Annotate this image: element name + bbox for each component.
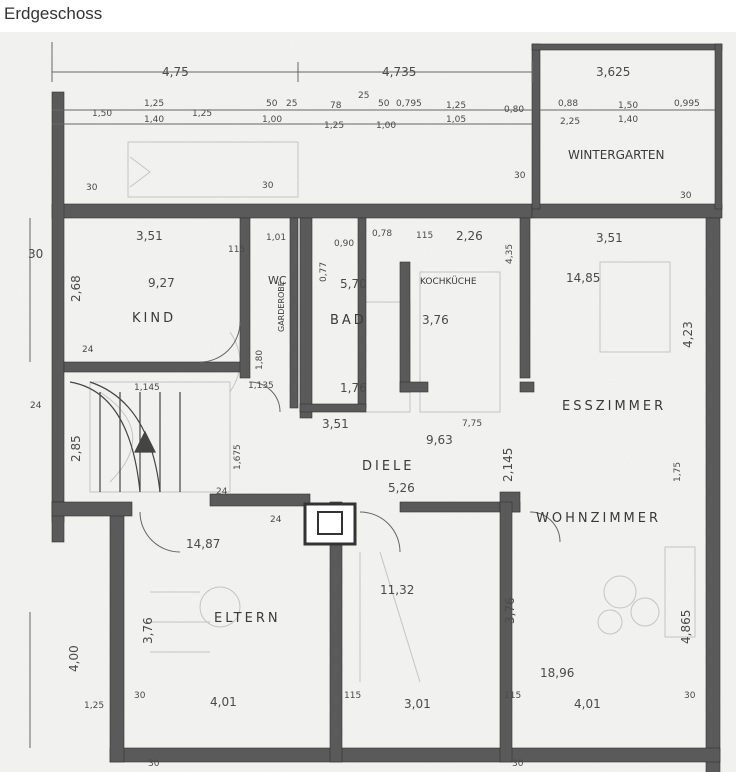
door-swings <box>139 321 561 553</box>
dim-150b: 1,50 <box>618 101 638 111</box>
dim-140b: 1,40 <box>618 115 638 125</box>
dim-25b: 25 <box>358 91 369 101</box>
dim-top-3625: 3,625 <box>596 65 630 79</box>
area-eltern: 14,87 <box>186 537 220 551</box>
room-label-kochkueche: KOCHKÜCHE <box>420 276 477 287</box>
dim-225: 2,25 <box>560 117 580 127</box>
dim-diele-1675: 1,675 <box>233 444 243 470</box>
room-label-wintergarten: WINTERGARTEN <box>568 148 665 162</box>
dim-bot-30a: 30 <box>148 759 160 769</box>
dim-50b: 50 <box>378 99 390 109</box>
dim-wc-1135: 1,135 <box>248 381 274 391</box>
dim-30-wc: 30 <box>262 181 274 191</box>
dim-78: 78 <box>330 101 342 111</box>
dim-30-ess: 30 <box>680 191 692 201</box>
dim-kue-078: 0,78 <box>372 229 392 239</box>
area-kind: 9,27 <box>148 276 175 290</box>
dim-080: 0,80 <box>504 105 524 115</box>
area-bad: 5,70 <box>340 277 367 291</box>
area-wohnzimmer: 18,96 <box>540 666 574 680</box>
dim-bot-30b: 30 <box>512 759 524 769</box>
dim-0995: 0,995 <box>674 99 700 109</box>
dim-bad-077: 0,77 <box>319 262 329 282</box>
room-label-diele: DIELE <box>362 459 415 474</box>
dim-mid-24b: 24 <box>270 515 282 525</box>
room-label-wc: WC <box>268 274 287 287</box>
dim-diele-2145: 2,145 <box>501 448 515 482</box>
dim-stair-1145: 1,145 <box>134 383 160 393</box>
dim-diele-175: 1,75 <box>673 462 683 482</box>
area-labels: 9,27 5,70 3,76 14,85 9,63 5,26 14,87 11,… <box>148 271 600 680</box>
page-caption: Erdgeschoss <box>4 4 103 23</box>
room-label-esszimmer: ESSZIMMER <box>562 399 666 414</box>
dim-kind-268: 2,68 <box>69 275 83 302</box>
dim-140a: 1,40 <box>144 115 164 125</box>
dim-wohn-30: 30 <box>684 691 696 701</box>
floor-plan: WINTERGARTEN KIND WC BAD KOCHKÜCHE ESSZI… <box>0 32 736 772</box>
dim-elt-376: 3,76 <box>141 617 155 644</box>
dim-left-285: 2,85 <box>69 435 83 462</box>
room-label-eltern: ELTERN <box>214 611 281 626</box>
room-label-garderobe: GARDEROBE <box>277 281 286 332</box>
dim-left-24b: 24 <box>30 401 42 411</box>
dim-kue-115: 115 <box>416 231 433 241</box>
dim-mid-24a: 24 <box>216 487 228 497</box>
room-label-wohnzimmer: WOHNZIMMER <box>536 511 661 526</box>
dim-100a: 1,00 <box>262 115 282 125</box>
dim-mid-376: 3,76 <box>503 597 517 624</box>
dim-ess-351: 3,51 <box>596 231 623 245</box>
dim-wc-115: 115 <box>228 245 245 255</box>
dim-bad-090: 0,90 <box>334 239 354 249</box>
dim-150: 1,50 <box>92 109 112 119</box>
room-label-kind: KIND <box>132 311 176 326</box>
dim-25: 25 <box>286 99 297 109</box>
dim-100b: 1,00 <box>376 121 396 131</box>
dim-105: 1,05 <box>446 115 466 125</box>
dim-kind-351: 3,51 <box>136 229 163 243</box>
dimension-lines <box>29 42 715 748</box>
dim-ess-423: 4,23 <box>681 321 695 348</box>
dim-088: 0,88 <box>558 99 578 109</box>
dim-diele-351: 3,51 <box>322 417 349 431</box>
area-diele-a: 9,63 <box>426 433 453 447</box>
dim-wohn-401: 4,01 <box>574 697 601 711</box>
dim-top-475: 4,75 <box>162 65 189 79</box>
dim-kue-435: 4,35 <box>505 244 515 264</box>
dim-wc-101: 1,01 <box>266 233 286 243</box>
area-mitte: 11,32 <box>380 583 414 597</box>
area-kueche: 3,76 <box>422 313 449 327</box>
dim-elt-30: 30 <box>134 691 146 701</box>
dim-mid-115b: 115 <box>504 691 521 701</box>
dim-125a: 1,25 <box>144 99 164 109</box>
dim-30-kue: 30 <box>514 171 526 181</box>
dim-30-topleft: 30 <box>86 183 98 193</box>
dim-50: 50 <box>266 99 278 109</box>
dim-top-4735: 4,735 <box>382 65 416 79</box>
area-diele-b: 5,26 <box>388 481 415 495</box>
dim-125b: 1,25 <box>192 109 212 119</box>
dim-left-24a: 24 <box>82 345 94 355</box>
dim-left-30: 30 <box>28 247 43 261</box>
dim-elt-401: 4,01 <box>210 695 237 709</box>
dim-0795: 0,795 <box>396 99 422 109</box>
walls <box>51 43 723 772</box>
dim-wc-180: 1,80 <box>255 350 265 370</box>
dim-125c: 1,25 <box>324 121 344 131</box>
dim-kue-226: 2,26 <box>456 229 483 243</box>
area-esszimmer: 14,85 <box>566 271 600 285</box>
dim-bad-176: 1,76 <box>340 381 367 395</box>
dim-wohn-4865: 4,865 <box>679 610 693 644</box>
dim-diele-775: 7,75 <box>462 419 482 429</box>
dim-mid-301: 3,01 <box>404 697 431 711</box>
dim-125d: 1,25 <box>446 101 466 111</box>
room-label-bad: BAD <box>330 313 367 328</box>
staircase <box>69 381 181 493</box>
dim-left-400: 4,00 <box>67 645 81 672</box>
dim-mid-115a: 115 <box>344 691 361 701</box>
dimension-labels: 4,75 4,735 3,625 1,50 1,25 1,40 1,25 50 … <box>28 65 700 769</box>
dim-left-125: 1,25 <box>84 701 104 711</box>
